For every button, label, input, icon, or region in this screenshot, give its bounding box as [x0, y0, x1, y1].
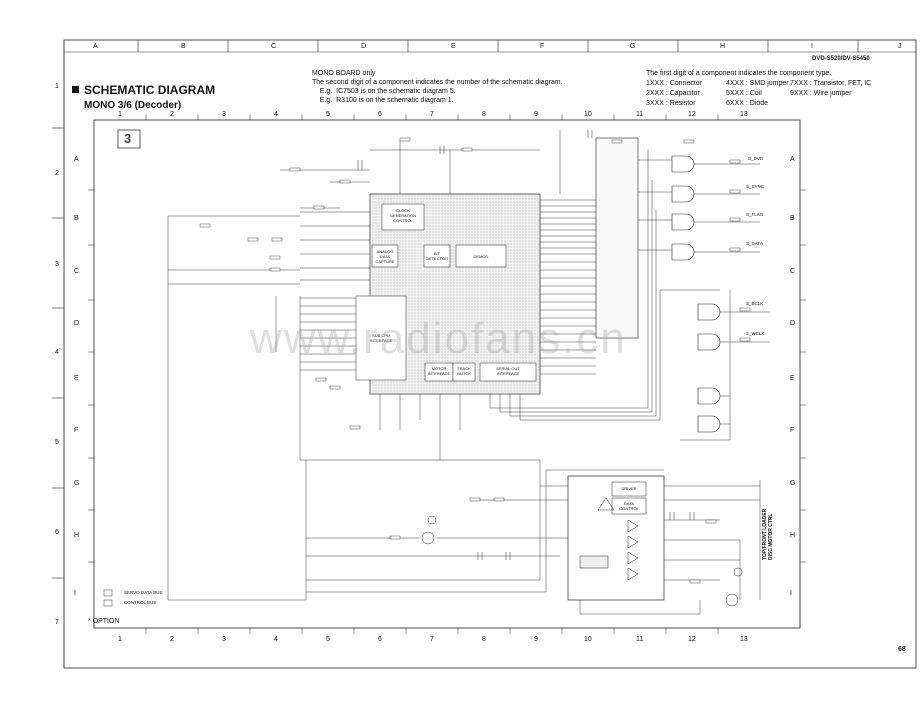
inner-col-bottom-12: 12 — [688, 636, 696, 643]
inner-col-bottom-9: 9 — [534, 636, 538, 643]
inner-row-B: B — [74, 215, 79, 222]
inner-row-right-H: H — [790, 532, 796, 539]
signal-s-wclk: S_WCLK — [746, 331, 765, 336]
inner-col-2: 2 — [170, 111, 174, 118]
block-analog: ANALOG DATA CAPTURE — [375, 249, 395, 264]
inner-row-A: A — [74, 156, 79, 163]
component-type-4: 4XXX : SMD jumper — [726, 80, 789, 87]
block-data-control: DATA CONTROL — [619, 501, 639, 511]
outer-col-C: C — [271, 43, 277, 50]
outer-col-A: A — [93, 43, 98, 50]
component-type-6: 6XXX : Diode — [726, 100, 769, 107]
block-demod: DEMOD — [473, 254, 489, 259]
outer-row-3: 3 — [55, 261, 59, 268]
signal-servo-data: SERVO DATA BUS — [124, 590, 163, 595]
outer-col-H: H — [720, 43, 726, 50]
inner-col-bottom-11: 11 — [636, 636, 644, 643]
inner-row-right-B: B — [790, 215, 795, 222]
inner-row-right-I: I — [790, 590, 792, 597]
inner-col-12: 12 — [688, 111, 696, 118]
inner-col-5: 5 — [326, 111, 330, 118]
inner-row-F: F — [74, 427, 79, 434]
block-motor: MOTOR INTERFACE — [427, 366, 451, 376]
inner-row-right-E: E — [790, 375, 795, 382]
inner-col-7: 7 — [430, 111, 434, 118]
block-sub-cpu: SUB CPU INTERFACE — [369, 333, 393, 343]
component-type-5: 5XXX : Coil — [726, 90, 762, 97]
inner-col-9: 9 — [534, 111, 538, 118]
signal-d-dvd: D_DVD — [748, 156, 764, 161]
component-type-7: 7XXX : Transistor, FET, IC — [790, 80, 872, 87]
outer-row-1: 1 — [55, 83, 59, 90]
outer-col-E: E — [451, 43, 456, 50]
title-bullet — [72, 86, 79, 93]
inner-col-6: 6 — [378, 111, 382, 118]
signal-s-flag: S_FLAG — [746, 212, 764, 217]
outer-col-J: J — [898, 43, 902, 50]
inner-col-bottom-2: 2 — [170, 636, 174, 643]
page-title: SCHEMATIC DIAGRAM — [84, 83, 216, 97]
signal-tray-label: TOP/FRONT LOADER DISC MOTOR CTRL — [762, 508, 774, 560]
header-note-right-title: The first digit of a component indicates… — [646, 70, 832, 77]
inner-col-1: 1 — [118, 111, 122, 118]
inner-row-C: C — [74, 268, 80, 275]
inner-col-bottom-8: 8 — [482, 636, 486, 643]
signal-s-sync: S_SYNC — [746, 184, 765, 189]
page-subtitle: MONO 3/6 (Decoder) — [84, 100, 182, 111]
block-track: TRACK BLOCK — [457, 366, 471, 376]
inner-row-E: E — [74, 375, 79, 382]
inner-row-right-G: G — [790, 480, 796, 487]
block-bit-detector: BIT DETECTOR — [426, 251, 448, 261]
block-driver: DRIVER — [621, 486, 637, 491]
inner-row-right-F: F — [790, 427, 795, 434]
outer-col-I: I — [811, 43, 813, 50]
inner-col-bottom-10: 10 — [584, 636, 592, 643]
inner-col-3: 3 — [222, 111, 226, 118]
watermark: www.radiofans.cn — [250, 314, 627, 363]
inner-row-D: D — [74, 320, 80, 327]
component-type-2: 2XXX : Capacitor — [646, 90, 700, 97]
block-serial-out: SERIAL OUT INTERFACE — [496, 366, 520, 376]
signal-control-bus: CONTROL BUS — [124, 600, 157, 605]
inner-row-H: H — [74, 532, 80, 539]
page-number: 68 — [898, 646, 906, 653]
inner-row-right-C: C — [790, 268, 796, 275]
model-name: DVD-S520/DV-S5450 — [812, 56, 870, 62]
outer-col-G: G — [630, 43, 636, 50]
signal-s-data: S_DATA — [746, 241, 763, 246]
outer-col-F: F — [540, 43, 545, 50]
component-type-3: 3XXX : Resistor — [646, 100, 696, 107]
inner-col-10: 10 — [584, 111, 592, 118]
header-note-left: MONO BOARD only The second digit of a co… — [312, 70, 563, 104]
option-note: * OPTION — [88, 618, 120, 625]
outer-row-4: 4 — [55, 349, 59, 356]
inner-row-right-A: A — [790, 156, 795, 163]
component-type-1: 1XXX : Connector — [646, 80, 703, 87]
outer-row-2: 2 — [55, 170, 59, 177]
block-clock: CLOCK GENERATION CONTROL — [389, 208, 417, 223]
sheet-marker: 3 — [124, 131, 132, 146]
inner-col-bottom-7: 7 — [430, 636, 434, 643]
inner-col-bottom-3: 3 — [222, 636, 226, 643]
inner-col-bottom-4: 4 — [274, 636, 278, 643]
inner-col-13: 13 — [740, 111, 748, 118]
inner-row-right-D: D — [790, 320, 796, 327]
inner-row-G: G — [74, 480, 80, 487]
inner-col-bottom-6: 6 — [378, 636, 382, 643]
outer-row-6: 6 — [55, 529, 59, 536]
outer-row-5: 5 — [55, 439, 59, 446]
signal-s-bclk: S_BCLK — [746, 301, 764, 306]
component-type-8: 9XXX : Wire jumper — [790, 90, 852, 97]
inner-col-8: 8 — [482, 111, 486, 118]
outer-row-7: 7 — [55, 619, 59, 626]
inner-col-bottom-5: 5 — [326, 636, 330, 643]
inner-col-4: 4 — [274, 111, 278, 118]
outer-col-D: D — [361, 43, 367, 50]
outer-col-B: B — [181, 43, 186, 50]
inner-row-I: I — [74, 590, 76, 597]
inner-col-bottom-1: 1 — [118, 636, 122, 643]
inner-col-bottom-13: 13 — [740, 636, 748, 643]
inner-col-11: 11 — [636, 111, 644, 118]
